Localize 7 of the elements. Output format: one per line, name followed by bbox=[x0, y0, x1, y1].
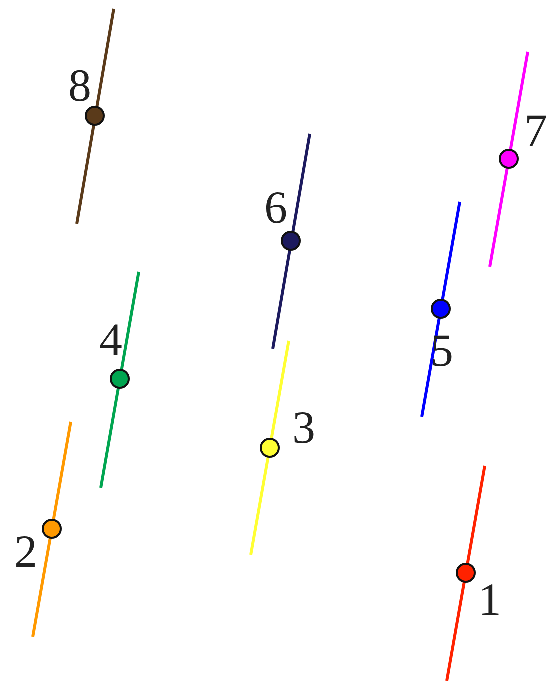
point-label: 8 bbox=[68, 63, 92, 109]
point-label: 6 bbox=[264, 185, 288, 231]
point-label: 7 bbox=[524, 108, 547, 154]
point-label: 1 bbox=[478, 577, 502, 623]
point-label: 3 bbox=[292, 405, 316, 451]
point-label: 4 bbox=[100, 317, 122, 363]
point-label: 2 bbox=[14, 529, 38, 575]
